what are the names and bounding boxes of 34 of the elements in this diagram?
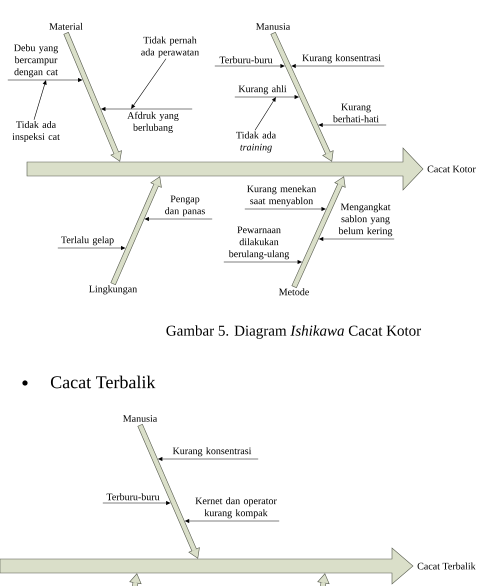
effect-label: Cacat Kotor: [428, 166, 476, 172]
bone-arrow: [291, 176, 346, 288]
cause-label: Terlalu gelap: [61, 236, 114, 246]
cause-label: Kurang konsentrasi: [302, 54, 381, 64]
arrow: [254, 97, 276, 131]
cause-label: Kurang menekan saat menyablon: [247, 185, 316, 206]
bone-arrow: [270, 32, 334, 162]
effect-label: Cacat Terbalik: [418, 562, 476, 570]
cause-label: Tidak pernah ada perawatan: [141, 36, 199, 58]
cause-label: Kurang konsentrasi: [172, 447, 252, 456]
bone-arrow: [63, 32, 122, 162]
cause-label: Kurang berhati-hati: [332, 104, 379, 122]
heading: Cacat Terbalik: [50, 376, 156, 388]
cause-label: Pengap dan panas: [165, 196, 205, 216]
category-label: Metode: [279, 288, 309, 296]
cause-label: Kernet dan operator kurang kompak: [195, 497, 277, 518]
bone-arrow: [137, 424, 200, 559]
caption: Gambar 5. Diagram Ishikawa Cacat Kotor: [166, 325, 422, 339]
bone-arrow: [110, 176, 162, 286]
cause-label: Tidak ada training: [236, 131, 276, 153]
category-label: Lingkungan: [89, 285, 137, 294]
cause-label: Kurang ahli: [238, 85, 286, 94]
arrow: [131, 58, 166, 109]
cause-label: Afdruk yang berlubang: [127, 112, 179, 133]
category-label: Manusia: [256, 23, 290, 30]
cause-label: Mengangkat sablon yang belum kering: [338, 203, 392, 236]
cause-label: Tidak ada inspeksi cat: [12, 120, 60, 142]
cause-label: Terburu-buru: [220, 56, 272, 64]
cause-label: Terburu-buru: [106, 493, 160, 500]
cause-label: Pewarnaan dilakukan berulang-ulang: [228, 226, 290, 260]
cause-label: Debu yang bercampur dengan cat: [14, 44, 58, 78]
category-label: Manusia: [123, 415, 158, 422]
category-label: Material: [49, 22, 83, 30]
arrow: [34, 80, 47, 120]
